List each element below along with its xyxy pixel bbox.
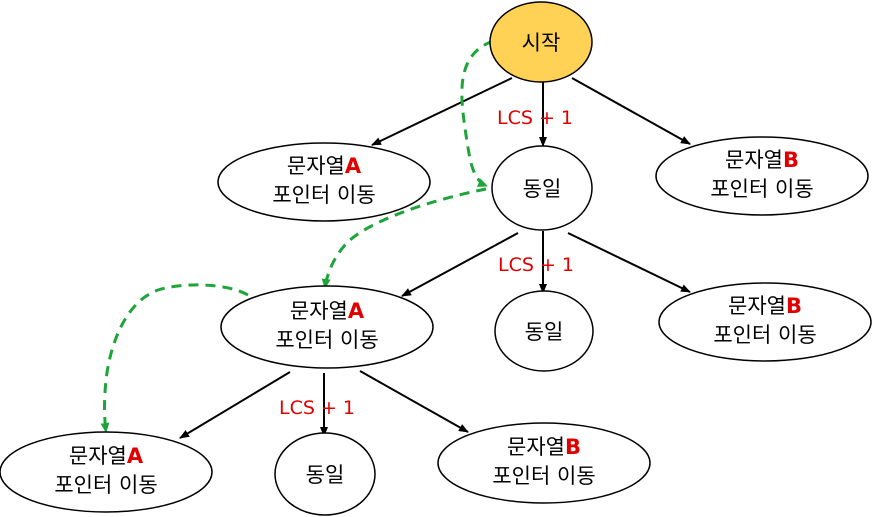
level2-same-label: 동일 <box>525 320 564 344</box>
node-level3-pointer-a: 문자열A 포인터 이동 <box>0 431 213 513</box>
node-level2-same: 동일 <box>494 290 594 372</box>
level3-a-ellipse <box>0 431 213 513</box>
level3-a-line2: 포인터 이동 <box>54 473 157 497</box>
edge-label-level3: LCS + 1 <box>279 397 355 419</box>
edge-label-level1: LCS + 1 <box>497 107 573 129</box>
level1-a-line2: 포인터 이동 <box>272 183 375 207</box>
tree-edges <box>179 77 691 439</box>
trace-n1s-to-n2a <box>321 187 487 289</box>
node-start: 시작 <box>489 1 593 83</box>
edge-label-level2: LCS + 1 <box>498 254 574 276</box>
node-level2-pointer-a: 문자열A 포인터 이동 <box>220 285 434 369</box>
trace-n2a-to-n3a <box>100 283 249 433</box>
level1-b-line1: 문자열B <box>725 148 799 172</box>
level1-same-ellipse <box>491 145 593 231</box>
level2-b-line1: 문자열B <box>728 294 802 318</box>
start-label: 시작 <box>522 31 561 55</box>
level1-a-line1: 문자열A <box>287 154 362 178</box>
level3-same-ellipse <box>274 432 376 516</box>
level3-b-line2: 포인터 이동 <box>492 464 595 488</box>
node-level1-pointer-b: 문자열B 포인터 이동 <box>655 136 869 216</box>
level2-a-line2: 포인터 이동 <box>275 328 378 352</box>
node-level3-pointer-b: 문자열B 포인터 이동 <box>437 422 651 504</box>
trace-start-to-n1s <box>460 39 494 188</box>
level3-b-ellipse <box>437 422 651 504</box>
edge-labels: LCS + 1 LCS + 1 LCS + 1 <box>279 107 574 419</box>
edge-start-to-n1b <box>571 77 691 145</box>
start-ellipse <box>489 1 593 83</box>
edge-n1s-to-n2b <box>567 232 691 293</box>
level3-a-line1: 문자열A <box>69 444 144 468</box>
level3-b-line1: 문자열B <box>507 435 581 459</box>
level1-a-ellipse <box>217 142 431 222</box>
node-level2-pointer-b: 문자열B 포인터 이동 <box>658 282 872 362</box>
edge-n2a-to-n3b <box>359 370 469 433</box>
edge-n1s-to-n2a <box>401 232 519 297</box>
level2-a-line1: 문자열A <box>290 299 365 323</box>
level2-a-ellipse <box>220 285 434 369</box>
level3-same-label: 동일 <box>306 463 345 487</box>
node-level1-pointer-a: 문자열A 포인터 이동 <box>217 142 431 222</box>
node-level3-same: 동일 <box>274 432 376 516</box>
node-level1-same: 동일 <box>491 145 593 231</box>
trace-path <box>100 39 494 433</box>
level2-same-ellipse <box>494 290 594 372</box>
level1-b-ellipse <box>655 136 869 216</box>
level2-b-ellipse <box>658 282 872 362</box>
edge-n2a-to-n3a <box>179 371 291 439</box>
level2-b-line2: 포인터 이동 <box>713 323 816 347</box>
level1-b-line2: 포인터 이동 <box>710 177 813 201</box>
level1-same-label: 동일 <box>523 177 562 201</box>
edge-start-to-n1a <box>371 77 513 146</box>
